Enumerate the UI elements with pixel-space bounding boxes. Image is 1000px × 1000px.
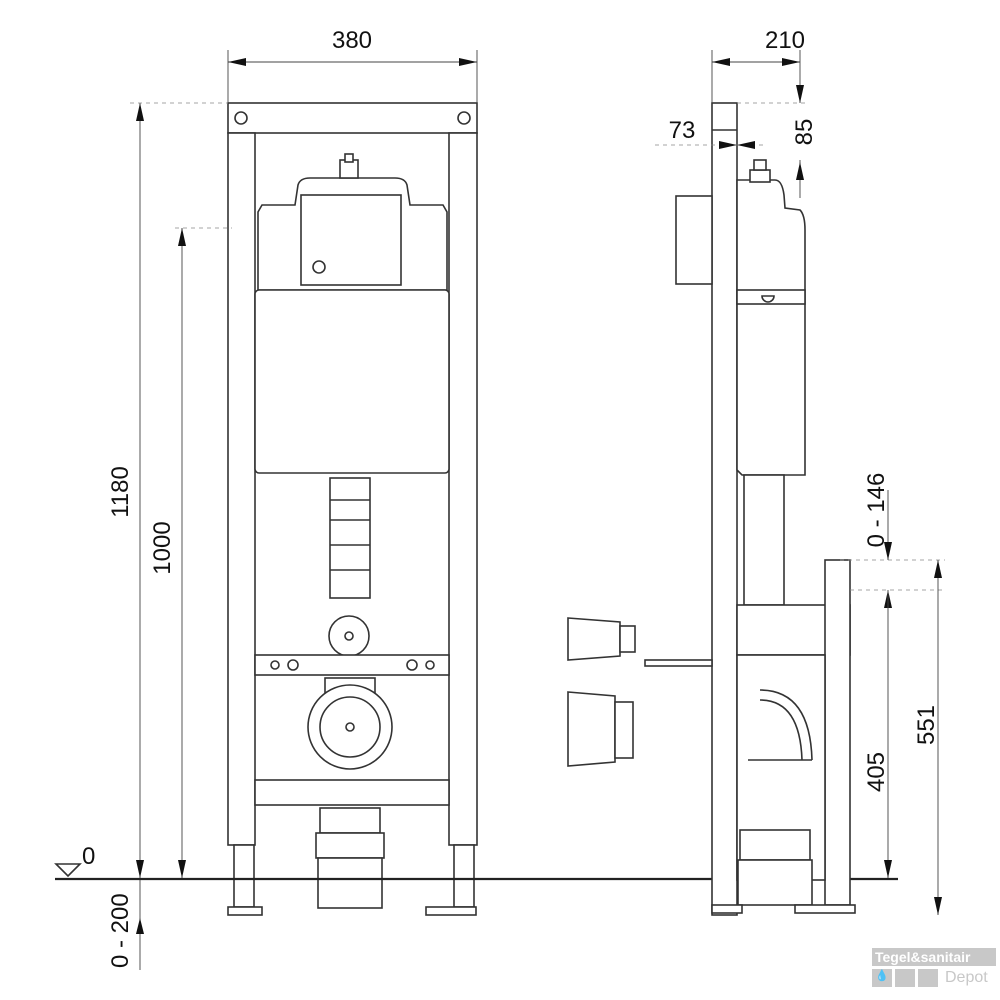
cistern-side — [736, 179, 806, 476]
top-gap-dimension: 85 — [791, 119, 818, 146]
support-leg — [824, 559, 851, 906]
pipe-sleeve — [567, 691, 616, 767]
outlet-height-dimension: 551 — [913, 705, 940, 745]
watermark-logo: Tegel&sanitair 💧 Depot — [872, 948, 996, 987]
front-adjust-dimension: 0 - 200 — [107, 893, 134, 968]
wall-rail — [711, 102, 738, 916]
offset-dimension: 73 — [669, 117, 696, 144]
floor-level-label: 0 — [82, 843, 95, 870]
left-post — [227, 132, 256, 846]
flush-rod — [644, 659, 713, 667]
cross-rail — [254, 654, 450, 676]
side-view: 210 73 85 0 - 146 405 551 — [567, 27, 945, 916]
right-post — [448, 132, 478, 846]
pipe-adapter — [567, 617, 621, 661]
drop-icon: 💧 — [872, 969, 892, 987]
width-dimension: 380 — [332, 27, 372, 54]
side-adjust-dimension: 0 - 146 — [863, 473, 890, 548]
top-rail — [227, 102, 478, 134]
watermark-sub: Depot — [945, 969, 988, 986]
cistern-front — [254, 289, 450, 474]
flush-button-box — [675, 195, 713, 285]
front-view: 380 1180 1000 0 - 200 0 — [54, 27, 478, 970]
depth-dimension: 210 — [765, 27, 805, 54]
inlet-height-dimension: 1000 — [149, 521, 176, 574]
outlet-pipe — [317, 857, 383, 909]
outlet-center-dimension: 405 — [863, 752, 890, 792]
lower-rail — [254, 779, 450, 806]
access-cover — [300, 194, 402, 286]
flush-pipe — [329, 477, 371, 599]
floor-level-icon — [54, 863, 82, 878]
watermark-brand: Tegel&sanitair — [872, 948, 996, 966]
height-dimension: 1180 — [107, 466, 134, 518]
